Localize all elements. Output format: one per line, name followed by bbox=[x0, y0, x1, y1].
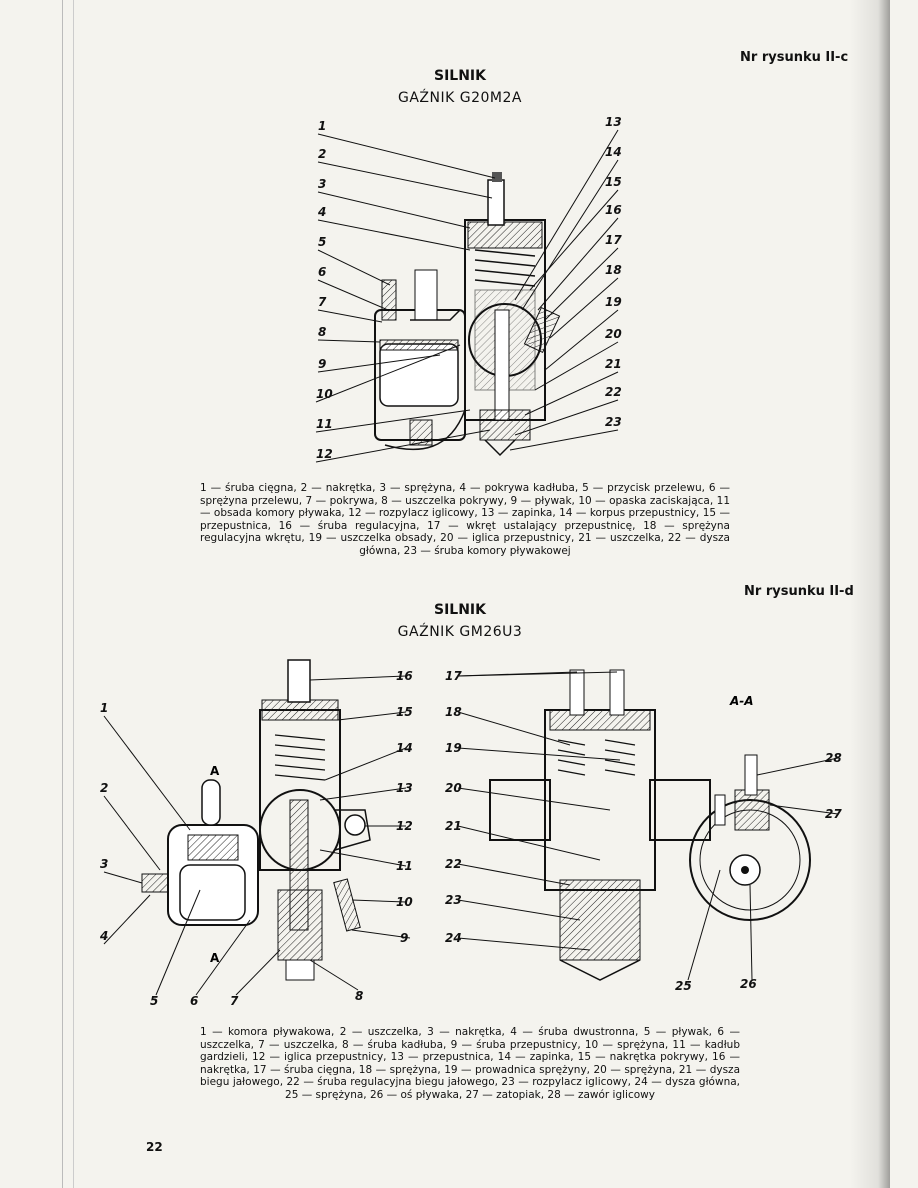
figure-1-caption: 1 — śruba cięgna, 2 — nakrętka, 3 — sprę… bbox=[200, 482, 730, 557]
fig1-label-19: 19 bbox=[605, 295, 622, 309]
fig2-label-23: 23 bbox=[445, 893, 462, 907]
fig2-label-27: 27 bbox=[825, 807, 842, 821]
fig2-label-28: 28 bbox=[825, 751, 842, 765]
fig2-label-3: 3 bbox=[100, 857, 108, 871]
page-number: 22 bbox=[146, 1140, 163, 1154]
fig2-label-2: 2 bbox=[100, 781, 108, 795]
fig1-label-15: 15 bbox=[605, 175, 622, 189]
fig1-label-4: 4 bbox=[317, 205, 326, 219]
fig1-label-13: 13 bbox=[605, 115, 622, 129]
fig2-label-14: 14 bbox=[396, 741, 413, 755]
fig2-label-17: 17 bbox=[445, 669, 462, 683]
figure-number-2: Nr rysunku II-d bbox=[744, 584, 854, 599]
fig2-section-aa: A-A bbox=[729, 694, 754, 708]
fig2-label-9: 9 bbox=[400, 931, 408, 945]
fig1-label-6: 6 bbox=[318, 265, 326, 279]
figure-2-title: SILNIK bbox=[434, 602, 486, 618]
figure-number-1: Nr rysunku II-c bbox=[740, 50, 849, 65]
fig1-label-22: 22 bbox=[605, 385, 622, 399]
fig2-cut-label-top: A bbox=[210, 764, 220, 778]
carburetor-g20m2a-drawing: 1 2 3 4 5 6 7 8 9 10 11 12 13 14 15 16 1… bbox=[315, 115, 622, 463]
fig1-label-1: 1 bbox=[318, 119, 326, 133]
fig2-label-1: 1 bbox=[100, 701, 108, 715]
fig1-label-5: 5 bbox=[318, 235, 326, 249]
fig1-label-3: 3 bbox=[318, 177, 326, 191]
figure-1-subtitle: GAŹNIK G20M2A bbox=[398, 90, 522, 106]
page-edge-shadow bbox=[850, 0, 890, 1188]
figure-1-title: SILNIK bbox=[434, 68, 486, 84]
carburetor-gm26u3-drawing: A-A A A 1 2 3 4 5 6 7 8 9 10 11 12 13 14… bbox=[99, 659, 842, 1008]
fig1-label-17: 17 bbox=[605, 233, 622, 247]
fig1-label-8: 8 bbox=[318, 325, 326, 339]
fig2-label-22: 22 bbox=[445, 857, 462, 871]
fig2-label-20: 20 bbox=[445, 781, 462, 795]
fig2-label-6: 6 bbox=[190, 994, 198, 1008]
fig2-label-19: 19 bbox=[445, 741, 462, 755]
fig2-label-24: 24 bbox=[445, 931, 462, 945]
fig1-label-9: 9 bbox=[318, 357, 326, 371]
figure-2-caption: 1 — komora pływakowa, 2 — uszczelka, 3 —… bbox=[200, 1026, 740, 1101]
fig2-label-4: 4 bbox=[99, 929, 108, 943]
fig1-label-16: 16 bbox=[605, 203, 622, 217]
fig2-cut-label-bottom: A bbox=[210, 951, 220, 965]
fig2-label-18: 18 bbox=[445, 705, 462, 719]
fig1-label-23: 23 bbox=[605, 415, 622, 429]
fig2-label-7: 7 bbox=[230, 994, 239, 1008]
fig2-label-21: 21 bbox=[445, 819, 462, 833]
figure-2-subtitle: GAŹNIK GM26U3 bbox=[397, 624, 523, 640]
fig1-label-21: 21 bbox=[605, 357, 622, 371]
page-binding-line bbox=[62, 0, 74, 1188]
fig1-label-20: 20 bbox=[605, 327, 622, 341]
fig1-label-12: 12 bbox=[316, 447, 333, 461]
fig1-label-7: 7 bbox=[318, 295, 327, 309]
fig1-label-18: 18 bbox=[605, 263, 622, 277]
fig2-label-8: 8 bbox=[355, 989, 363, 1003]
fig1-label-11: 11 bbox=[316, 417, 333, 431]
fig1-label-2: 2 bbox=[318, 147, 326, 161]
fig2-label-26: 26 bbox=[740, 977, 757, 991]
fig2-label-25: 25 bbox=[675, 979, 692, 993]
fig1-label-14: 14 bbox=[605, 145, 622, 159]
fig2-label-5: 5 bbox=[150, 994, 158, 1008]
